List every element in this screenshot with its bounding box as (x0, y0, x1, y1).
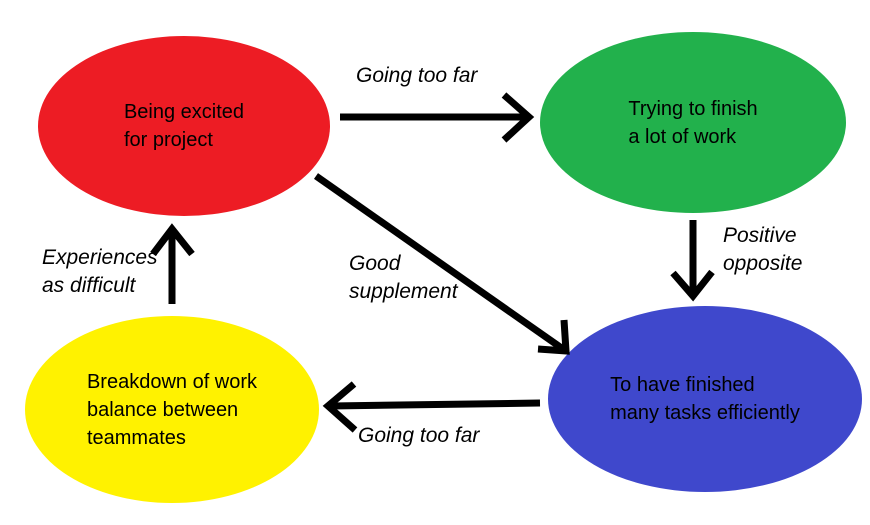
node-trying-to-finish-label: Trying to finish a lot of work (628, 97, 758, 148)
edge-label-experiences-as-difficult: Experiences as difficult (42, 246, 158, 297)
edge-label-going-too-far-top: Going too far (356, 64, 478, 87)
arrow-breakdown-to-excited (150, 223, 195, 304)
node-breakdown-work-balance: Breakdown of work balance between teamma… (25, 316, 319, 503)
edge-label-good-supplement: Good supplement (349, 252, 458, 303)
node-finished-tasks-label: To have finished many tasks efficiently (610, 374, 800, 424)
edge-label-positive-opposite: Positive opposite (723, 224, 803, 275)
node-being-excited: Being excited for project (38, 36, 330, 216)
arrow-excited-to-trying (340, 92, 535, 143)
node-trying-to-finish: Trying to finish a lot of work (540, 32, 846, 213)
node-breakdown-work-balance-label: Breakdown of work balance between teamma… (86, 370, 258, 449)
node-finished-tasks: To have finished many tasks efficiently (548, 306, 862, 492)
node-being-excited-label: Being excited for project (123, 101, 245, 151)
edge-label-going-too-far-bottom: Going too far (358, 424, 480, 447)
arrow-trying-to-finished (670, 220, 715, 302)
